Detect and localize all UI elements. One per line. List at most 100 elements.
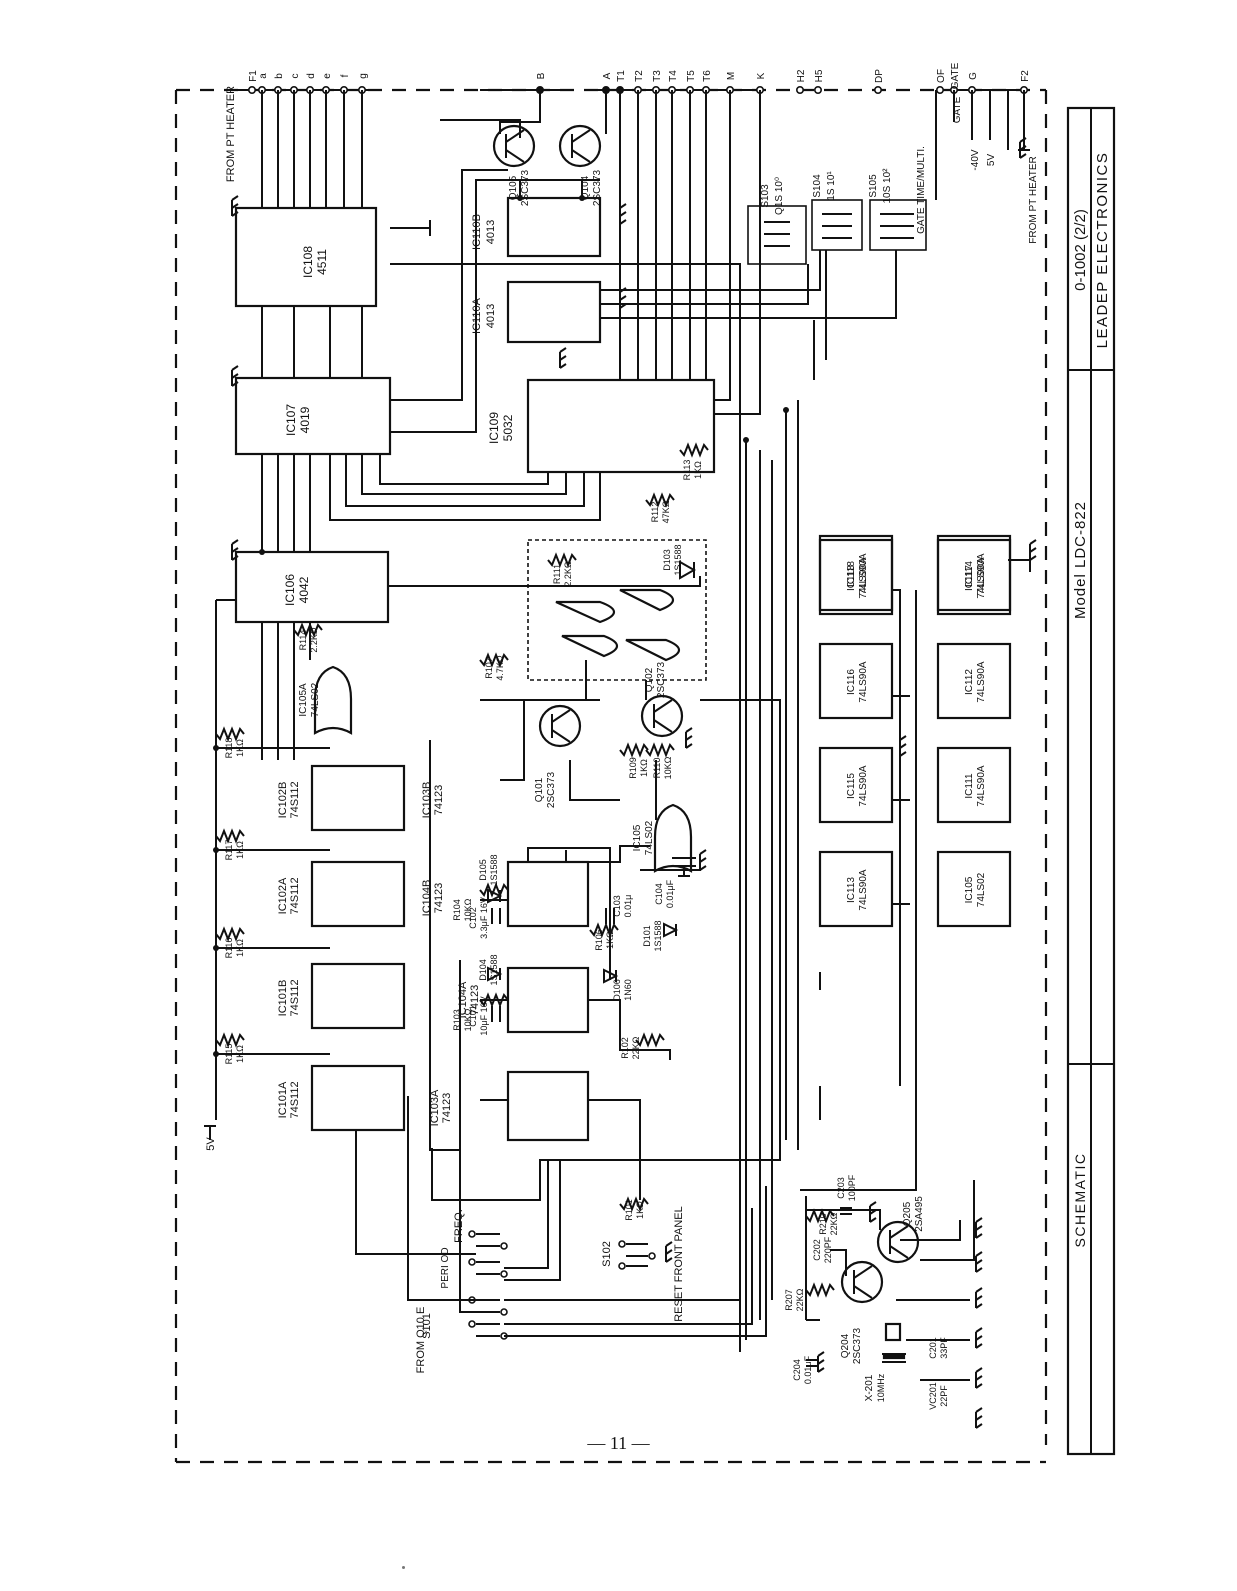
- flip-flop-ref: IC103B: [421, 782, 433, 819]
- label-5v-right: 5V: [986, 154, 997, 167]
- transistor-ref: Q104: [580, 175, 591, 200]
- capacitor-ref: C102: [468, 907, 478, 929]
- crystal-x201: X-201 10MHz: [864, 1322, 902, 1402]
- resistor-ref: R102: [620, 1037, 630, 1059]
- counter-block: [936, 850, 1012, 928]
- resistor-ref: R207: [784, 1289, 794, 1311]
- ground-symbol: [559, 347, 567, 369]
- counter-block: [818, 850, 894, 928]
- ground-symbol: [619, 203, 627, 225]
- capacitor-value: 0.01μF: [665, 879, 675, 908]
- connector-pin-label: e: [322, 73, 333, 79]
- resistor-ref: R112: [650, 502, 660, 523]
- s105-label: 10S 10²: [882, 168, 893, 204]
- ic107-part: 4019: [298, 406, 312, 433]
- connector-pin-label: a: [258, 73, 269, 79]
- connector-pin-label: d: [306, 73, 317, 79]
- capacitor-ref: C202: [812, 1239, 822, 1261]
- junction-dot: [517, 195, 523, 201]
- resistor-ref: R109: [628, 757, 638, 779]
- resistor-ref: R106: [594, 929, 604, 951]
- transistor-part: 2SC373: [520, 169, 531, 206]
- title-kind: SCHEMATIC: [1072, 1153, 1088, 1248]
- counter-part: 74LS90A: [976, 553, 987, 594]
- counter-part: 74LS90A: [976, 661, 987, 702]
- counter-block: [818, 642, 894, 720]
- counter-block: [936, 746, 1012, 824]
- label-minus40v: -40V: [970, 149, 981, 170]
- connector-pin-label: G: [968, 72, 979, 80]
- flip-flop-block: [310, 1064, 406, 1132]
- counter-part: 74LS90A: [858, 869, 869, 910]
- ic104b-part: 74123: [433, 883, 445, 914]
- resistor-value: 10KΩ: [663, 756, 673, 779]
- junction-dot: [213, 847, 219, 853]
- ground-symbol: [975, 1287, 983, 1309]
- transistor-body: [538, 704, 582, 748]
- ic105a-nor: IC105A 74LS02: [298, 665, 353, 735]
- ground-symbol: [619, 287, 627, 309]
- ground-symbol: [685, 727, 693, 749]
- switch-s104: S104 1S 10¹: [811, 171, 863, 251]
- nor-gate-pair: [527, 539, 707, 681]
- transistor-body: [876, 1220, 920, 1264]
- connector-pin-label: K: [756, 72, 767, 79]
- transistor-ref: Q101: [534, 777, 545, 802]
- ground-symbol: [1029, 539, 1037, 561]
- flip-flop-part: 74S112: [289, 877, 301, 914]
- resistor-symbol: [547, 552, 577, 568]
- crystal-value: 10MHz: [876, 1373, 886, 1402]
- switch-freq-period: [468, 1230, 508, 1278]
- ground-symbols: [213, 87, 1037, 1429]
- transistor-part: 2SC373: [656, 661, 667, 698]
- capacitor-value: 100PF: [847, 1174, 857, 1201]
- capacitor-value: 0.01μF: [803, 1355, 813, 1384]
- capacitor-value: 3.3μF 16V: [479, 897, 489, 939]
- junction-dot: [537, 87, 543, 93]
- page-number: — 11 —: [587, 1433, 650, 1453]
- ic110b-4013: IC110B 4013: [471, 196, 602, 258]
- capacitor-value: 220PF: [823, 1236, 833, 1263]
- ic110a-4013: IC110A 4013: [471, 280, 602, 344]
- connector-pin: [873, 86, 882, 95]
- resistor-symbol: [479, 652, 509, 668]
- flip-flop-ref: IC101A: [277, 1081, 289, 1118]
- ic103a-part: 74123: [441, 1093, 453, 1124]
- junction-dot: [213, 1051, 219, 1057]
- label-gate: GATE: [952, 96, 963, 123]
- ic104b-ref: IC104B: [421, 880, 433, 917]
- resistor-symbol: [805, 1208, 835, 1224]
- diode-ref: D101: [642, 925, 652, 947]
- ground-symbol: [1019, 137, 1027, 159]
- diode-ref: D106: [612, 979, 622, 1001]
- resistor-symbol: [215, 1032, 245, 1048]
- counter-block: [818, 746, 894, 824]
- resistor-symbol: [215, 828, 245, 844]
- counter-part: 74LS90A: [858, 553, 869, 594]
- transistor-leads: [653, 699, 673, 733]
- connector-pin-label: f: [340, 74, 351, 77]
- transistor-part: 2SA495: [914, 1196, 925, 1232]
- resistor-value: 1KΩ: [639, 759, 649, 777]
- resistor-value: 1KΩ: [635, 1201, 645, 1219]
- connector-pin-label: GATE: [950, 62, 961, 89]
- diode-ref: D104: [478, 959, 488, 981]
- diode-part: 1S1588: [653, 920, 663, 951]
- connector-pin-label: b: [274, 73, 285, 79]
- diode-ref: D103: [662, 549, 672, 571]
- s103-ref: S103: [760, 184, 771, 208]
- title-model: Model LDC-822: [1072, 501, 1089, 619]
- label-freq: FREQ.: [453, 1209, 465, 1243]
- title-doc-number: 0-1002 (2/2): [1072, 209, 1089, 291]
- ground-symbol: [975, 1367, 983, 1389]
- ic106-ref: IC106: [283, 574, 297, 606]
- capacitor-ref: C104: [654, 883, 664, 905]
- ic105-ref: IC105: [632, 824, 643, 851]
- ground-symbol: [869, 1201, 877, 1223]
- ic109-ref: IC109: [487, 412, 501, 444]
- capacitor-ref: C203: [836, 1177, 846, 1199]
- resistor-symbol: [293, 622, 323, 638]
- flip-flop-part: 74S112: [289, 1081, 301, 1118]
